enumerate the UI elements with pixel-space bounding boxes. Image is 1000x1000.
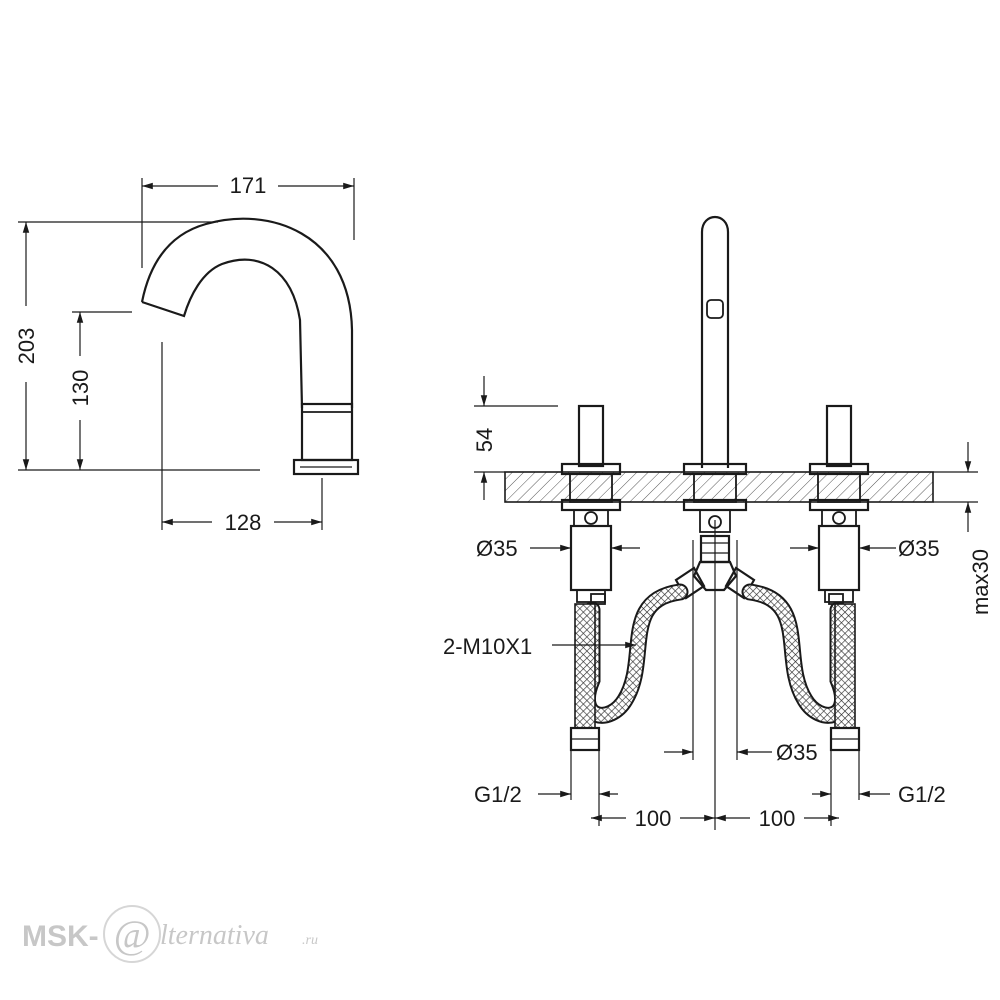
label-spacing-left: 100: [635, 806, 672, 831]
side-view: 171 203 130 128: [14, 173, 360, 535]
dim-203: 203: [14, 222, 39, 470]
side-spout-outline: [140, 217, 360, 476]
at-sign-icon: @: [114, 912, 151, 957]
dim-diameter-left: Ø35: [476, 536, 640, 561]
label-connector-left: G1/2: [474, 782, 522, 807]
supply-hoses: [569, 603, 861, 752]
label-max30: max30: [968, 549, 993, 615]
label-130: 130: [68, 370, 93, 407]
label-diameter-right: Ø35: [898, 536, 940, 561]
label-connector-right: G1/2: [898, 782, 946, 807]
label-54: 54: [472, 428, 497, 452]
watermark-logo: MSK- @ lternativa .ru: [22, 905, 318, 963]
dim-connector-left: G1/2: [474, 750, 618, 826]
dim-diameter-center: Ø35: [664, 540, 818, 765]
watermark-domain: .ru: [302, 933, 318, 948]
label-203: 203: [14, 328, 39, 365]
label-spacing-right: 100: [759, 806, 796, 831]
dim-171: 171: [142, 173, 354, 198]
dim-max30: max30: [933, 442, 993, 615]
watermark-script: lternativa: [160, 920, 269, 951]
front-view: 54 max30 Ø35 Ø35 2-M10X1: [443, 216, 993, 831]
label-thread: 2-M10X1: [443, 634, 532, 659]
dim-128: 128: [162, 510, 322, 535]
dim-connector-right: G1/2: [812, 750, 946, 826]
label-diameter-center: Ø35: [776, 740, 818, 765]
dim-diameter-right: Ø35: [790, 536, 940, 561]
dim-54: 54: [472, 376, 558, 500]
dim-spacing: 100 100: [591, 806, 839, 831]
left-valve: [560, 404, 622, 605]
front-spout: [682, 216, 748, 533]
label-171: 171: [230, 173, 267, 198]
label-diameter-left: Ø35: [476, 536, 518, 561]
dim-130: 130: [68, 312, 93, 470]
label-128: 128: [225, 510, 262, 535]
right-valve: [808, 404, 870, 605]
deck-section: [504, 471, 934, 503]
dim-thread: 2-M10X1: [443, 634, 636, 659]
watermark-brand: MSK-: [22, 920, 99, 953]
